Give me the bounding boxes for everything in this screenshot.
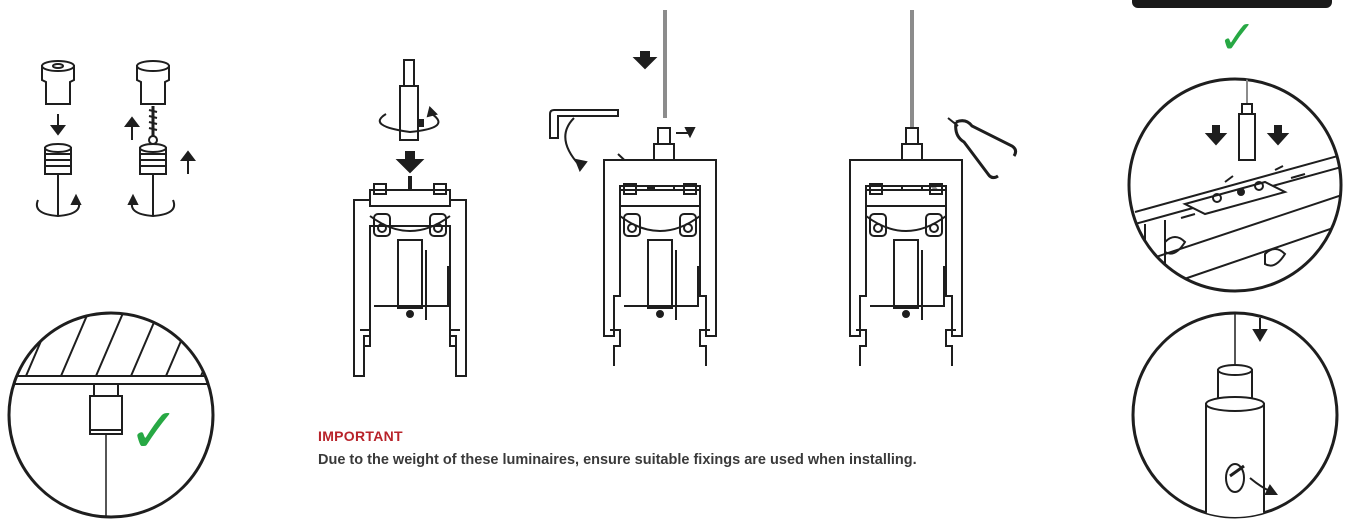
rotate-arrow-icon (1249, 477, 1278, 495)
arrow-down-icon (50, 114, 66, 136)
important-title: IMPORTANT (318, 428, 403, 444)
arrow-up-icon (180, 150, 196, 174)
checkmark-icon: ✓ (128, 394, 180, 467)
arrow-up-icon (124, 116, 140, 140)
ceiling-detail-circle (7, 311, 215, 519)
rotate-arrow-icon (379, 106, 440, 134)
ceiling-fixing-diagram (36, 60, 196, 218)
arrow-down-icon (676, 127, 696, 139)
cable-gripper-circle (1131, 311, 1339, 519)
track-step-adapter (353, 59, 467, 377)
track-perspective-circle (1127, 77, 1343, 293)
arrow-down-icon (1266, 125, 1290, 146)
important-note: IMPORTANT Due to the weight of these lum… (318, 428, 998, 470)
arrow-down-icon (632, 51, 658, 70)
allen-key-icon (549, 109, 619, 139)
arrow-down-icon (1252, 318, 1268, 342)
arrow-down-icon (1204, 125, 1228, 146)
rotate-arrow-icon (564, 117, 588, 173)
rotate-arrow-icon (127, 193, 175, 218)
checkmark-icon: ✓ (1218, 10, 1257, 64)
track-step-allen-key (549, 10, 717, 366)
arrow-down-icon (395, 151, 425, 174)
rotate-arrow-icon (36, 193, 82, 218)
track-step-cut-cable (849, 10, 1018, 366)
header-tab-fragment (1132, 0, 1332, 8)
pliers-icon (947, 117, 1018, 180)
important-body: Due to the weight of these luminaires, e… (318, 452, 917, 468)
